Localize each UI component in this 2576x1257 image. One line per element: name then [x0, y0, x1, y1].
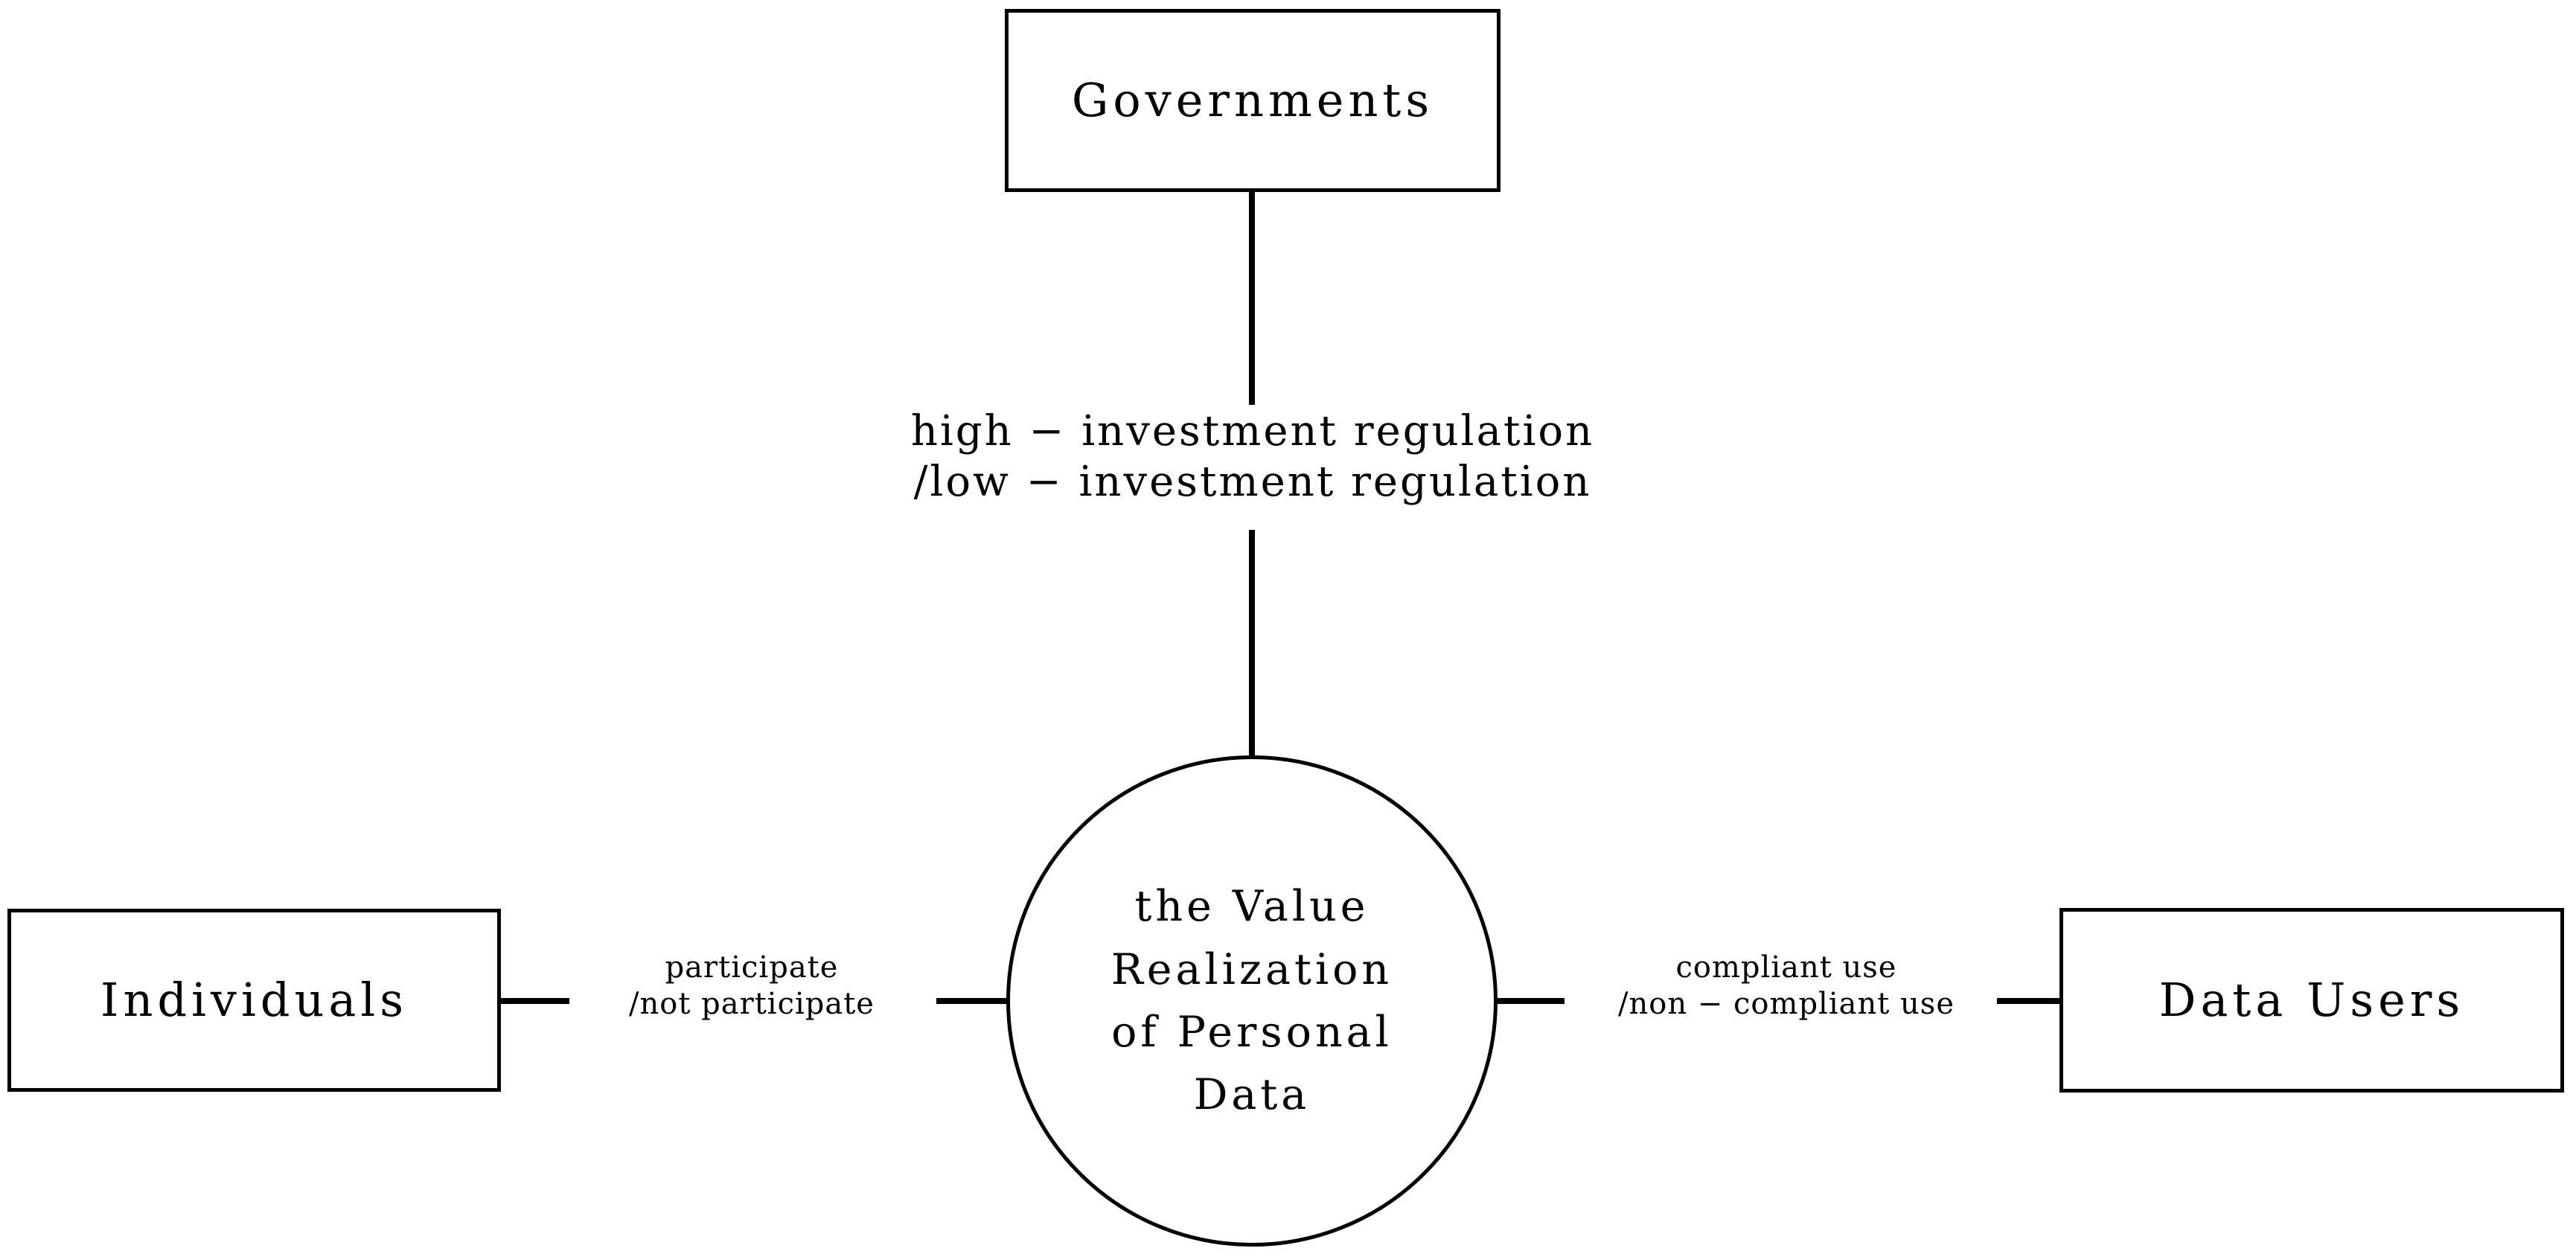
node-individuals[interactable]: Individuals	[7, 909, 501, 1092]
edge-individuals-center-right-segment	[936, 998, 1008, 1004]
node-value-realization-line-2: Realization	[1110, 944, 1393, 994]
node-value-realization-line-1: the Value	[1134, 882, 1370, 932]
node-value-realization-line-4: Data	[1193, 1070, 1311, 1120]
edge-center-data-users-left-segment	[1496, 998, 1565, 1004]
node-governments[interactable]: Governments	[1005, 9, 1500, 192]
edge-label-center-data-users: compliant use /non − compliant use	[1552, 950, 2021, 1023]
edge-label-individuals-center-line-2: /not participate	[629, 986, 875, 1021]
node-value-realization[interactable]: the Value Realization of Personal Data	[1006, 755, 1498, 1247]
edge-label-governments-center: high − investment regulation /low − inve…	[657, 406, 1848, 508]
edge-label-governments-center-line-1: high − investment regulation	[910, 407, 1595, 455]
edge-label-individuals-center-line-1: participate	[665, 950, 839, 985]
edge-center-data-users-right-segment	[1997, 998, 2061, 1004]
edge-governments-center-lower	[1249, 530, 1255, 758]
node-governments-label: Governments	[1071, 72, 1434, 127]
edge-label-governments-center-line-2: /low − investment regulation	[913, 458, 1592, 507]
node-data-users[interactable]: Data Users	[2059, 908, 2564, 1093]
node-data-users-label: Data Users	[2158, 972, 2465, 1027]
node-value-realization-line-3: of Personal	[1111, 1008, 1393, 1057]
edge-governments-center-upper	[1249, 192, 1255, 405]
edge-individuals-center-left-segment	[501, 998, 569, 1004]
edge-label-center-data-users-line-1: compliant use	[1675, 950, 1897, 985]
edge-label-center-data-users-line-2: /non − compliant use	[1618, 986, 1955, 1021]
edge-label-individuals-center: participate /not participate	[566, 950, 938, 1023]
node-individuals-label: Individuals	[100, 972, 409, 1027]
